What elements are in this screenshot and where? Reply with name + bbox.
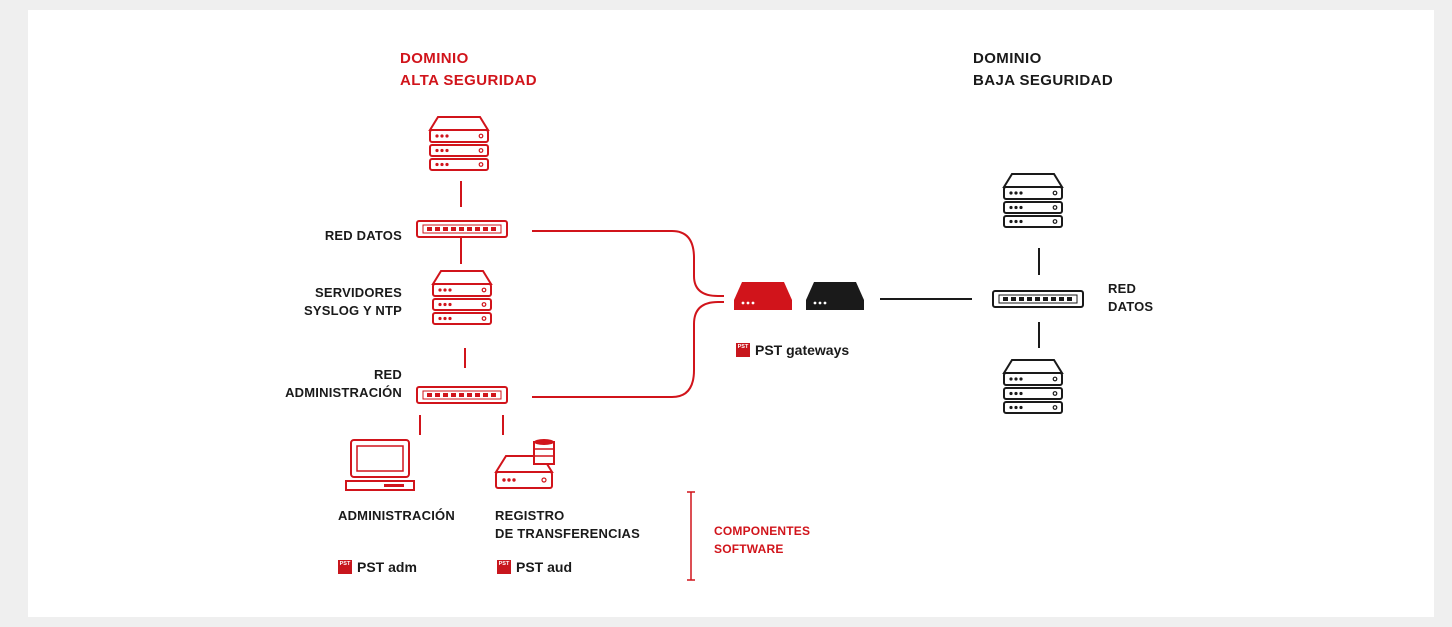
diagram-canvas: DOMINIO ALTA SEGURIDAD DOMINIO BAJA SEGU… bbox=[28, 10, 1434, 617]
pst-aud-label: PST aud bbox=[516, 559, 573, 575]
gateway-appliance-icon bbox=[806, 282, 864, 310]
low-domain-title-line2: BAJA SEGURIDAD bbox=[973, 72, 1114, 89]
server-icon bbox=[432, 270, 492, 325]
high-domain-title-line2: ALTA SEGURIDAD bbox=[400, 72, 537, 89]
red-administracion-label: RED ADMINISTRACIÓN bbox=[268, 366, 402, 402]
server-icon bbox=[429, 116, 489, 171]
servidores-label: SERVIDORES SYSLOG Y NTP bbox=[268, 284, 402, 320]
pst-logo-icon: PST bbox=[497, 560, 511, 574]
server-icon bbox=[1003, 359, 1063, 414]
low-red-datos-line2: DATOS bbox=[1108, 299, 1154, 314]
registro-label-line2: DE TRANSFERENCIAS bbox=[495, 526, 640, 541]
pst-gateways-product: PST PST gateways bbox=[736, 342, 849, 358]
gateway-appliance-icon bbox=[734, 282, 792, 310]
legend-line2: SOFTWARE bbox=[714, 542, 784, 556]
registro-label-line1: REGISTRO bbox=[495, 508, 565, 523]
laptop-icon bbox=[345, 439, 415, 491]
low-red-datos-label: RED DATOS bbox=[1108, 280, 1153, 316]
low-red-datos-line1: RED bbox=[1108, 281, 1137, 296]
red-datos-label: RED DATOS bbox=[324, 228, 402, 243]
network-switch-icon bbox=[416, 220, 508, 238]
pst-logo-icon: PST bbox=[338, 560, 352, 574]
pst-gateways-label: PST gateways bbox=[755, 342, 850, 358]
registro-label: REGISTRO DE TRANSFERENCIAS bbox=[495, 507, 640, 543]
pst-logo-icon: PST bbox=[736, 343, 750, 357]
network-switch-icon bbox=[992, 290, 1084, 308]
software-components-legend: COMPONENTES SOFTWARE bbox=[714, 522, 810, 558]
high-security-domain-title: DOMINIO ALTA SEGURIDAD bbox=[400, 48, 537, 92]
administracion-label: ADMINISTRACIÓN bbox=[338, 508, 455, 523]
low-security-domain-title: DOMINIO BAJA SEGURIDAD bbox=[973, 48, 1113, 92]
network-diagram bbox=[345, 116, 1084, 581]
servidores-label-line2: SYSLOG Y NTP bbox=[303, 303, 402, 318]
database-icon bbox=[494, 439, 555, 489]
pst-aud-product: PST PST aud bbox=[497, 559, 572, 575]
connector-lines bbox=[419, 181, 1040, 581]
red-administracion-line2: ADMINISTRACIÓN bbox=[285, 385, 402, 400]
servidores-label-line1: SERVIDORES bbox=[314, 285, 402, 300]
server-icon bbox=[1003, 173, 1063, 228]
high-domain-title-line1: DOMINIO bbox=[400, 50, 469, 67]
legend-line1: COMPONENTES bbox=[714, 524, 811, 538]
pst-adm-product: PST PST adm bbox=[338, 559, 417, 575]
pst-adm-label: PST adm bbox=[357, 559, 417, 575]
network-switch-icon bbox=[416, 386, 508, 404]
low-domain-title-line1: DOMINIO bbox=[973, 50, 1042, 67]
red-administracion-line1: RED bbox=[373, 367, 402, 382]
